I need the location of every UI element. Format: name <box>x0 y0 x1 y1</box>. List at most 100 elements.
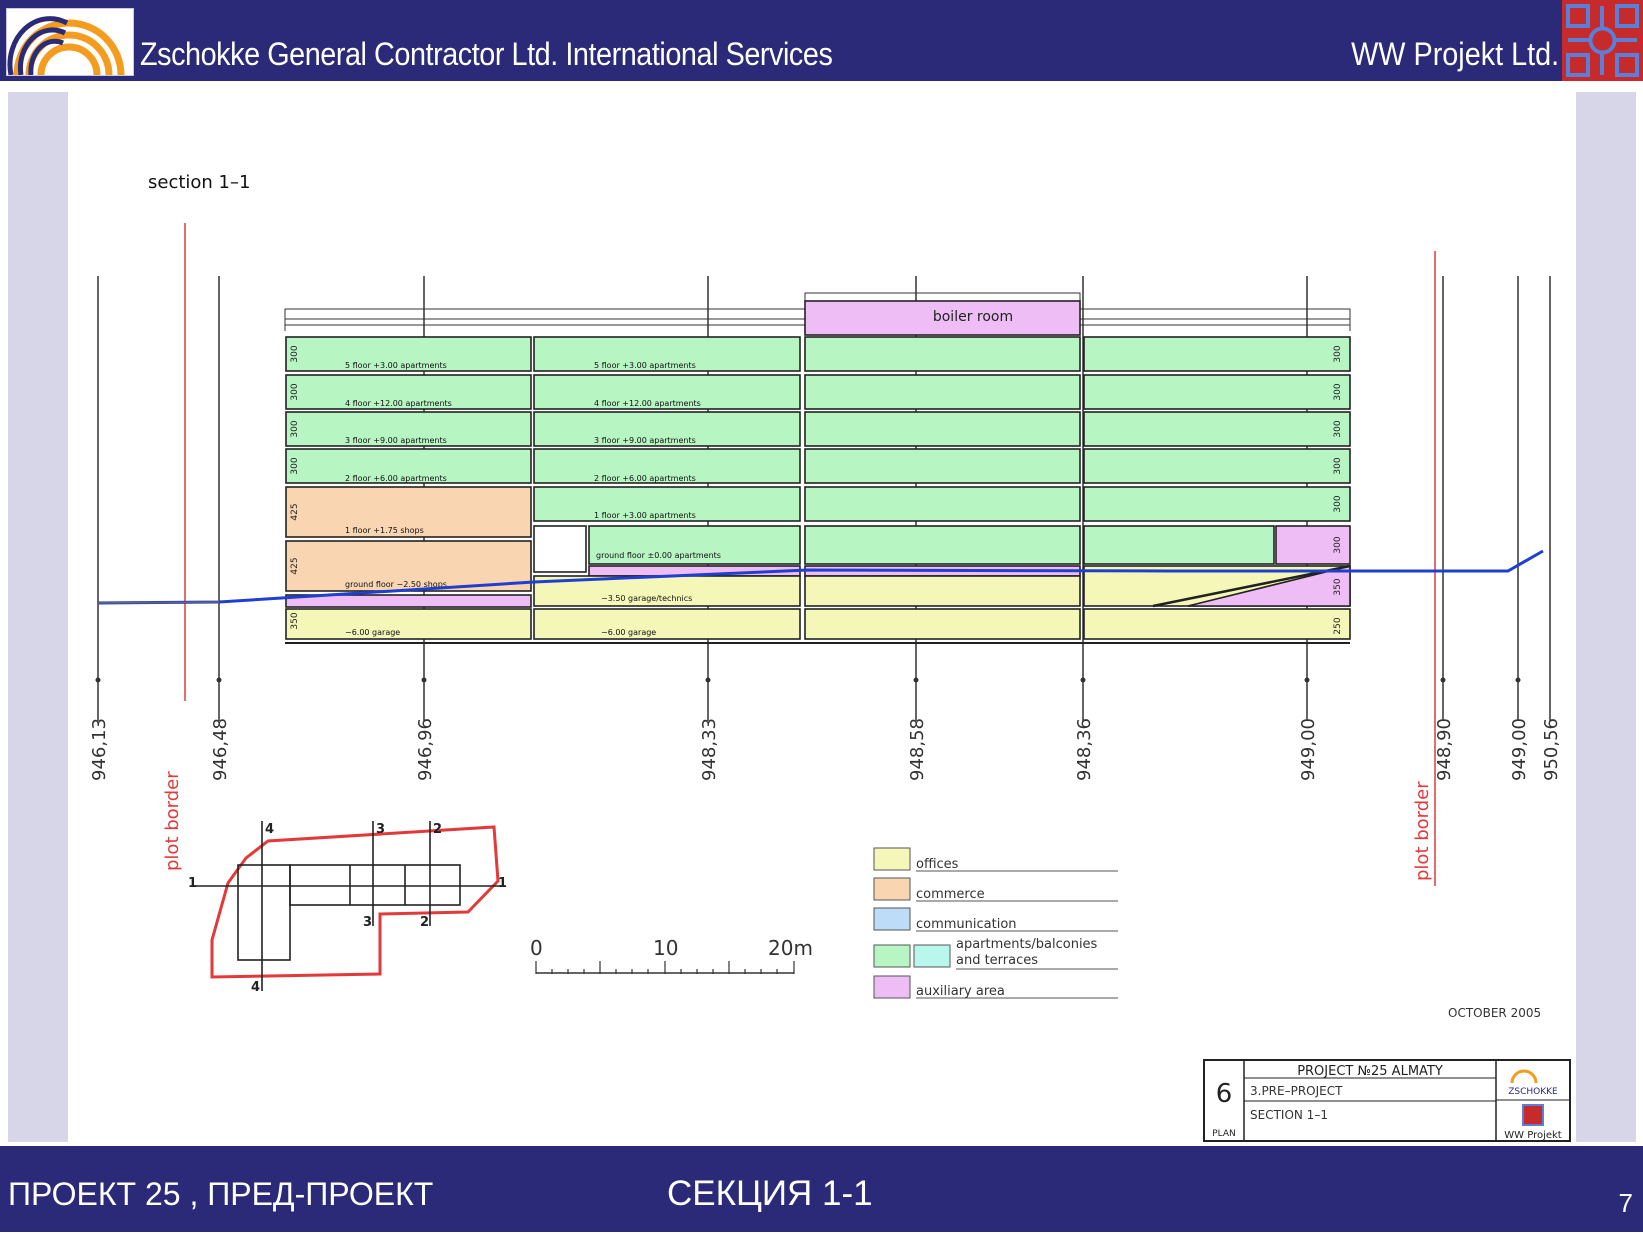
elevation-label: 946,48 <box>210 718 231 781</box>
plot-border-label-left: plot border <box>162 771 183 871</box>
height-dim: 425 <box>290 557 300 574</box>
floor-label: 3 floor +9.00 apartments <box>594 436 696 445</box>
title-block-logo-top: ZSCHOKKE <box>1508 1087 1558 1097</box>
plan-marker: 3 <box>363 915 372 930</box>
left-side-band <box>8 92 68 1142</box>
height-dim: 300 <box>290 420 300 437</box>
page-number: 7 <box>1618 1188 1633 1218</box>
footer-section: СЕКЦИЯ 1-1 <box>667 1174 873 1213</box>
ww-mini-icon <box>1522 1104 1544 1126</box>
floor-label: −3.50 garage/technics <box>601 594 692 603</box>
right-side-band <box>1576 92 1636 1142</box>
block-c <box>804 300 1081 640</box>
legend-label: auxiliary area <box>916 984 1005 999</box>
height-dim: 300 <box>1333 536 1343 553</box>
floor-label: 2 floor +6.00 apartments <box>345 474 447 483</box>
height-dim: 300 <box>1333 420 1343 437</box>
scale-label: 10 <box>653 936 678 960</box>
company-title: Zschokke General Contractor Ltd. Interna… <box>140 36 833 72</box>
legend: offices commerce communication apartment… <box>873 847 1118 999</box>
plot-border-label-right: plot border <box>1412 781 1433 881</box>
elevation-label: 949,00 <box>1509 718 1530 781</box>
zschokke-arcs-icon <box>7 9 133 76</box>
floor-label: 1 floor +1.75 shops <box>345 526 424 535</box>
ramp <box>1187 564 1351 607</box>
ramp-edge <box>1152 564 1351 608</box>
legend-label: and terraces <box>956 953 1038 968</box>
block-b <box>533 336 801 640</box>
plan-marker: 1 <box>188 876 197 891</box>
elevation-label: 946,13 <box>89 718 110 781</box>
floor-label: 2 floor +6.00 apartments <box>594 474 696 483</box>
plan-marker: 1 <box>498 876 507 891</box>
floor-label: 3 floor +9.00 apartments <box>345 436 447 445</box>
site-plan: 4 3 2 1 1 3 2 4 <box>188 821 507 995</box>
scale-bar: 0 10 20m <box>530 936 813 974</box>
height-dim: 350 <box>290 612 300 629</box>
plan-marker: 4 <box>251 980 260 995</box>
elevation-labels: 946,13 946,48 946,96 948,33 948,58 948,3… <box>89 718 1562 781</box>
footer-project: ПРОЕКТ 25 , ПРЕД-ПРОЕКТ <box>8 1176 434 1212</box>
height-dims-left: 300 300 300 300 425 425 350 <box>290 345 300 629</box>
legend-swatch-apartments <box>873 944 911 968</box>
ww-projekt-logo <box>1562 0 1643 81</box>
plan-marker: 2 <box>420 915 429 930</box>
elevation-label: 949,00 <box>1298 718 1319 781</box>
elevation-label: 948,90 <box>1434 718 1455 781</box>
floor-label: −6.00 garage <box>601 628 656 637</box>
legend-label: commerce <box>916 887 985 902</box>
title-block-stage: 3.PRE–PROJECT <box>1250 1084 1343 1098</box>
scale-label: 0 <box>530 936 543 960</box>
legend-swatch-commerce <box>873 877 911 901</box>
floor-label: 5 floor +3.00 apartments <box>345 361 447 370</box>
elevation-label: 948,36 <box>1074 718 1095 781</box>
elevation-label: 948,33 <box>699 718 720 781</box>
legend-swatch-offices <box>873 847 911 871</box>
legend-swatch-communication <box>873 907 911 931</box>
height-dim: 300 <box>1333 495 1343 512</box>
height-dim: 350 <box>1333 578 1343 595</box>
section-drawing: section 1–1 <box>89 172 1571 1142</box>
plan-marker: 3 <box>376 822 385 837</box>
legend-label: offices <box>916 857 959 872</box>
ground-line-outside <box>97 601 220 604</box>
elevation-label: 950,56 <box>1541 718 1562 781</box>
height-dim: 300 <box>290 345 300 362</box>
boiler-room-label: boiler room <box>933 309 1013 325</box>
floor-label: 4 floor +12.00 apartments <box>345 399 452 408</box>
title-block-number: 6 <box>1216 1079 1233 1109</box>
title-block-logo-bottom: WW Projekt <box>1504 1130 1562 1141</box>
grid-dots <box>95 677 1521 683</box>
legend-swatch-auxiliary <box>873 975 911 999</box>
partner-title: WW Projekt Ltd. <box>1350 36 1559 72</box>
height-dim: 250 <box>1333 617 1343 634</box>
block-a <box>285 336 532 640</box>
floor-labels: 5 floor +3.00 apartments 4 floor +12.00 … <box>345 361 721 637</box>
floor-label: 5 floor +3.00 apartments <box>594 361 696 370</box>
legend-label: communication <box>916 917 1017 932</box>
title-block: 6 PLAN PROJECT №25 ALMATY 3.PRE–PROJECT … <box>1203 1059 1571 1142</box>
height-dim: 425 <box>290 503 300 520</box>
floor-label: ground floor −2.50 shops <box>345 580 447 589</box>
floor-label: 4 floor +12.00 apartments <box>594 399 701 408</box>
zschokke-mini-icon <box>1510 1069 1538 1084</box>
elevation-label: 946,96 <box>415 718 436 781</box>
legend-label: apartments/balconies <box>956 937 1098 952</box>
plan-marker: 4 <box>265 822 274 837</box>
footer-bar: ПРОЕКТ 25 , ПРЕД-ПРОЕКТ СЕКЦИЯ 1-1 7 <box>0 1146 1643 1232</box>
height-dims-right: 300 300 300 300 300 300 350 250 <box>1333 345 1343 634</box>
header-bar: Zschokke General Contractor Ltd. Interna… <box>0 0 1643 81</box>
ornament-icon <box>1562 0 1643 81</box>
title-block-project: PROJECT №25 ALMATY <box>1297 1064 1443 1079</box>
elevation-label: 948,58 <box>907 718 928 781</box>
drawing-date: OCTOBER 2005 <box>1448 1006 1541 1020</box>
zschokke-logo <box>6 8 134 76</box>
section-title: section 1–1 <box>148 172 250 193</box>
height-dim: 300 <box>290 383 300 400</box>
floor-label: 1 floor +3.00 apartments <box>594 511 696 520</box>
height-dim: 300 <box>1333 345 1343 362</box>
scale-label: 20m <box>768 936 813 960</box>
height-dim: 300 <box>1333 383 1343 400</box>
plan-marker: 2 <box>433 822 442 837</box>
height-dim: 300 <box>1333 457 1343 474</box>
